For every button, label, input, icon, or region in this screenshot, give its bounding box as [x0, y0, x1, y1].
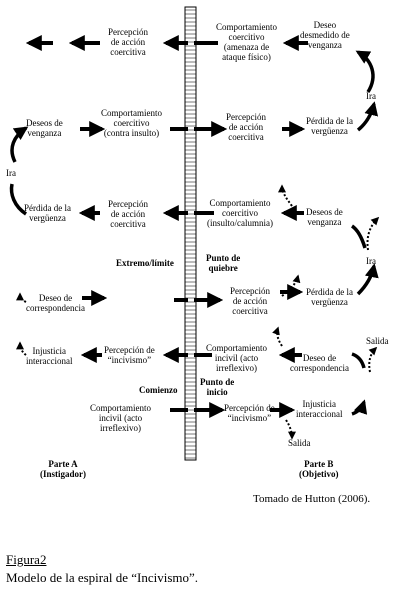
arrow-dotted-a-injusticia — [16, 341, 27, 356]
label-extremo: Extremo/límite — [116, 258, 174, 268]
figure-number: Figura2 — [6, 552, 47, 567]
label-b-deseo-corr: Deseo de correspondencia — [290, 353, 349, 373]
label-b-top-deseo: Deseo desmedido de venganza — [300, 20, 350, 50]
arrow-dotted-comp-up — [272, 326, 283, 347]
arrow-dotted-salida-1 — [368, 346, 378, 373]
label-a-comp-incivil: Comportamiento incivil (acto irreflexivo… — [90, 403, 151, 433]
arrow-curve-perdida2-ira — [356, 263, 379, 296]
label-b-injusticia: Injusticia interaccional — [296, 399, 343, 419]
figure-caption: Modelo de la espiral de “Incivismo”. — [6, 570, 199, 585]
arrow-curve-a-top — [10, 126, 29, 163]
label-a-ira: Ira — [6, 168, 16, 178]
label-a-deseo-corr: Deseo de correspondencia — [26, 293, 85, 313]
label-b-coerc-calumnia: Comportamiento coercitivo (insulto/calum… — [207, 198, 273, 228]
label-b-perc-4: Percepción de acción coercitiva — [230, 286, 270, 316]
label-a-coerc-insulto: Comportamiento coercitivo (contra insult… — [101, 108, 162, 138]
label-a-perc-incivismo: Percepción de “incivismo” — [104, 345, 155, 365]
label-a-deseos: Deseos de venganza — [26, 118, 63, 138]
label-a-perdida: Pérdida de la vergüenza — [24, 203, 71, 223]
label-parte-a: Parte A (Instigador) — [40, 459, 87, 479]
arrow-curve-ira-2-deseos — [350, 224, 367, 249]
central-divider-bar — [184, 6, 197, 461]
label-b-perc-2: Percepción de acción coercitiva — [226, 112, 266, 142]
arrow-curve-b-deseo-corr — [351, 352, 366, 369]
source-citation: Tomado de Hutton (2006). — [253, 493, 371, 505]
label-b-perc-incivismo: Percepción de “incivismo” — [224, 403, 275, 423]
label-b-salida-1: Salida — [366, 336, 389, 346]
label-b-perdida-1: Pérdida de la vergüenza — [306, 116, 353, 136]
label-b-deseos-2: Deseos de venganza — [306, 207, 343, 227]
arrow-dotted-ira-2-up — [366, 216, 380, 251]
arrow-dotted-coerc-up — [278, 184, 293, 207]
label-b-top-coerc: Comportamiento coercitivo (amenaza de at… — [216, 22, 277, 62]
label-b-salida-2: Salida — [288, 438, 311, 448]
arrow-dotted-salida-2 — [285, 419, 296, 440]
arrow-curve-b-top — [355, 50, 375, 93]
arrow-curve-a-ira — [9, 183, 28, 216]
label-a-perc-3: Percepción de acción coercitiva — [108, 199, 148, 229]
label-b-ira-1: Ira — [366, 91, 376, 101]
label-a-top-perc: Percepción de acción coercitiva — [108, 27, 148, 57]
arrow-curve-b-ira-1 — [356, 101, 379, 132]
label-inicio: Punto de inicio — [200, 377, 235, 397]
arrow-curve-injusticia-up — [351, 399, 368, 416]
label-parte-b: Parte B (Objetivo) — [299, 459, 339, 479]
label-b-perdida-2: Pérdida de la vergüenza — [306, 287, 353, 307]
label-b-ira-2: Ira — [366, 256, 376, 266]
label-comienzo: Comienzo — [139, 385, 178, 395]
label-b-comp-incivil: Comportamiento incivil (acto irreflexivo… — [206, 343, 267, 373]
label-quiebre: Punto de quiebre — [206, 253, 241, 273]
label-a-injusticia: Injusticia interaccional — [26, 346, 73, 366]
arrow-dotted-a-deseo-corr — [16, 292, 27, 303]
